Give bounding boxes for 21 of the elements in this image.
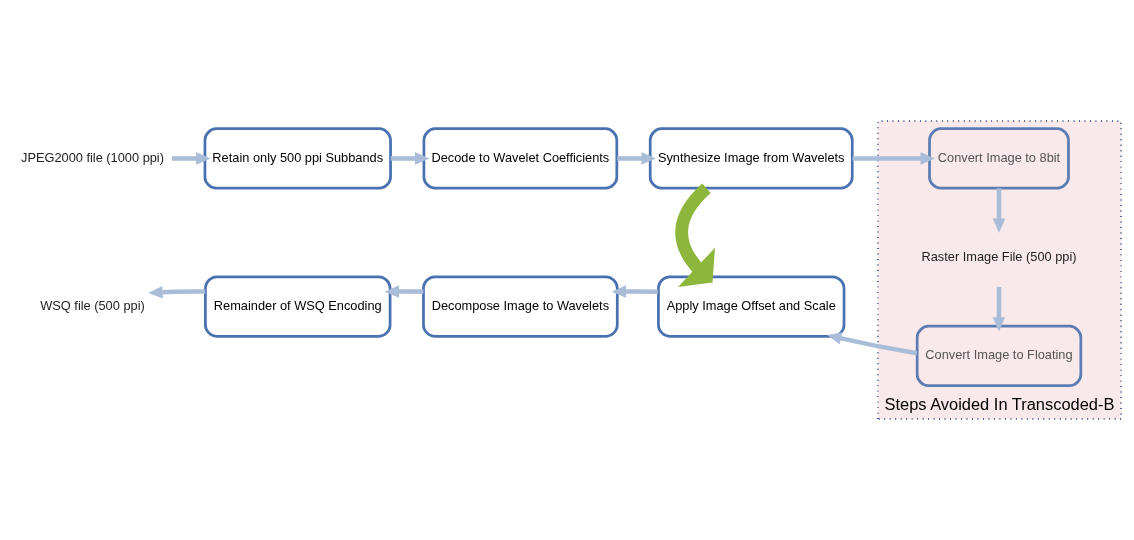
arrow	[611, 285, 659, 298]
arrow	[172, 152, 211, 165]
arrow	[617, 152, 656, 165]
arrow	[852, 152, 935, 165]
node-box: Retain only 500 ppi Subbands	[203, 127, 392, 190]
node-box: Decode to Wavelet Coefficients	[422, 127, 619, 190]
arrow	[992, 286, 1006, 332]
node-box: Convert Image to Floating	[915, 324, 1083, 388]
node-box: Apply Image Offset and Scale	[657, 275, 846, 338]
node-text: JPEG2000 file (1000 ppi)	[20, 149, 164, 165]
arrow	[384, 285, 424, 298]
arrow	[992, 188, 1006, 233]
arrow	[827, 332, 918, 356]
node-box: Decompose Image to Wavelets	[422, 275, 619, 338]
arrow	[148, 285, 206, 299]
node-box: Synthesize Image from Wavelets	[648, 127, 854, 190]
node-box: Remainder of WSQ Encoding	[204, 275, 392, 338]
node-box: Convert Image to 8bit	[928, 127, 1070, 190]
arrow	[390, 152, 430, 165]
node-text: WSQ file (500 ppi)	[40, 297, 145, 313]
node-text: Raster Image File (500 ppi)	[921, 248, 1077, 264]
